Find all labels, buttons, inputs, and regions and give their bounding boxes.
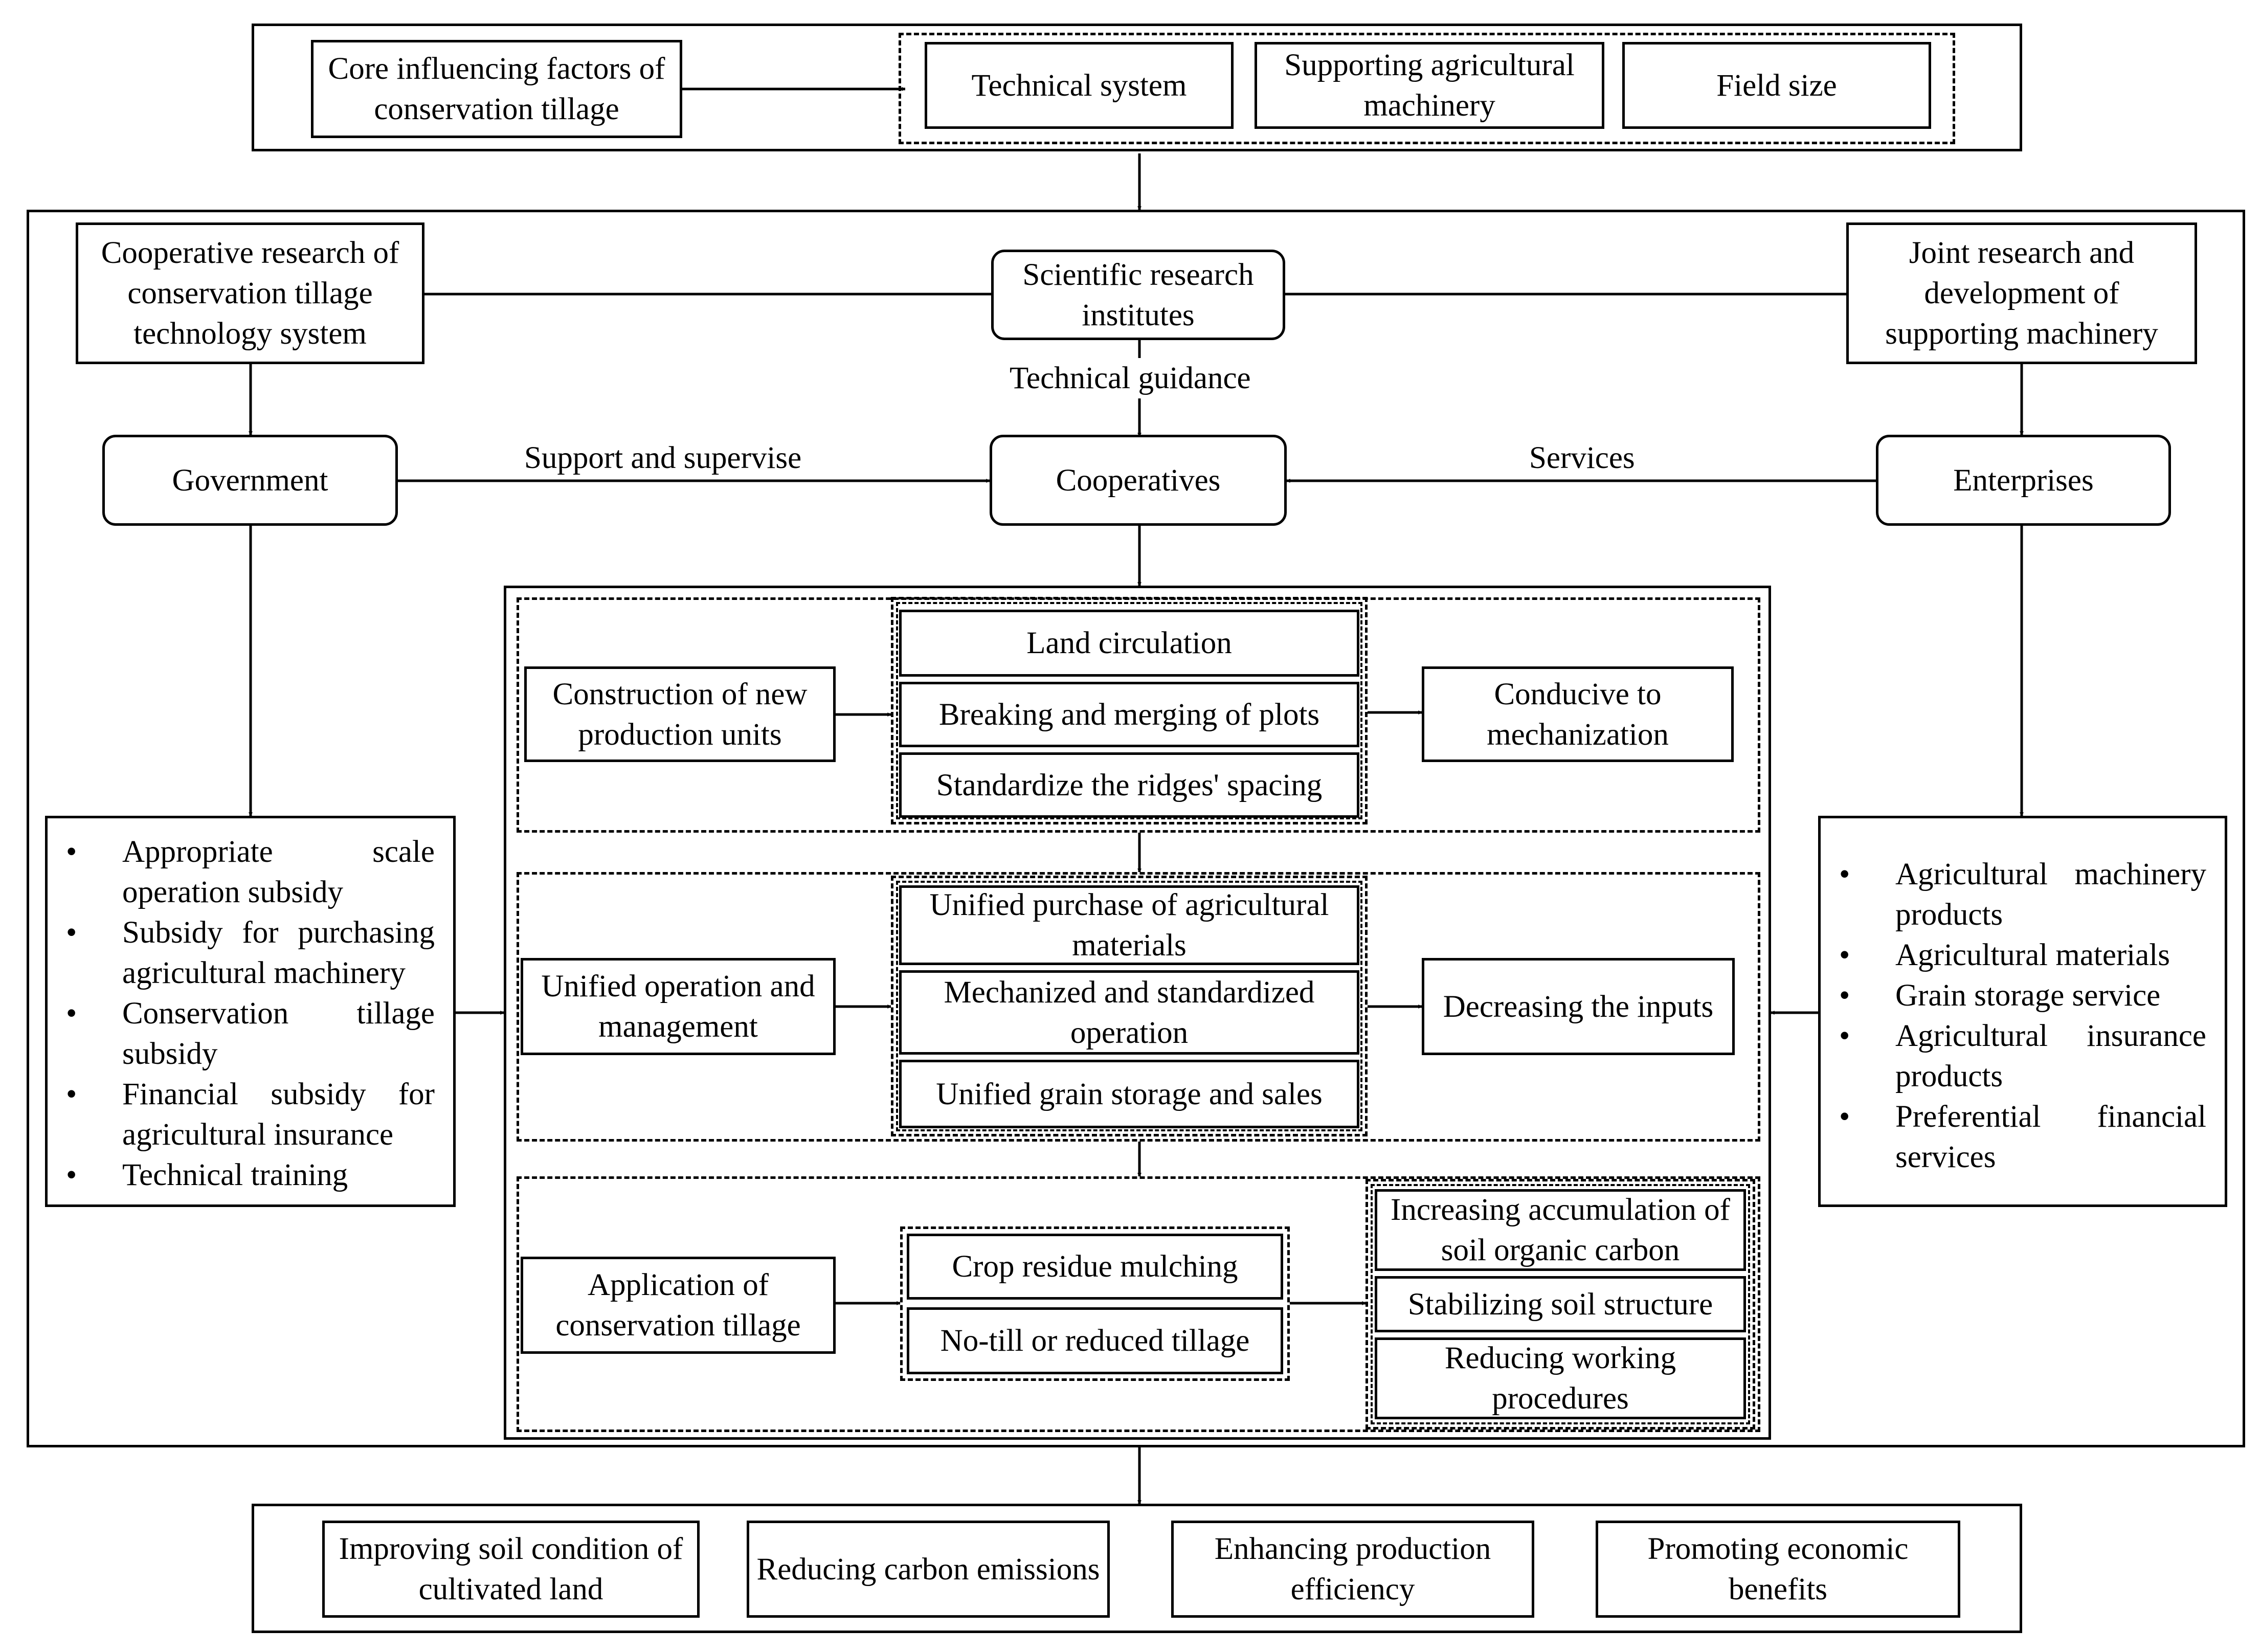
stage1-steps-group bbox=[891, 597, 1368, 824]
list-item: •Grain storage service bbox=[1839, 978, 2161, 1013]
list-item: •Agricultural machinery products bbox=[1839, 857, 2206, 932]
outcome-soil-condition: Improving soil condition of cultivated l… bbox=[322, 1521, 700, 1618]
institutes-box: Scientific research institutes bbox=[991, 250, 1285, 340]
stage3-steps-group bbox=[900, 1226, 1290, 1381]
stages-panel bbox=[504, 586, 1771, 1440]
stage1-step-breaking-merging: Breaking and merging of plots bbox=[899, 682, 1359, 747]
stage2-step-mechanized-operation: Mechanized and standardized operation bbox=[899, 970, 1359, 1055]
research-left-box: Cooperative research of conservation til… bbox=[76, 222, 424, 364]
stage2-steps-group bbox=[891, 876, 1368, 1136]
list-item: •Conservation tillage subsidy bbox=[66, 996, 435, 1071]
mechanism-panel bbox=[27, 210, 2245, 1447]
core-factors-panel bbox=[252, 24, 2022, 151]
government-box: Government bbox=[102, 435, 398, 526]
list-item: •Appropriate scale operation subsidy bbox=[66, 835, 435, 909]
stage3-result-working-procedures: Reducing working procedures bbox=[1375, 1337, 1746, 1419]
label-support-supervise: Support and supervise bbox=[524, 438, 802, 478]
outcomes-panel bbox=[252, 1504, 2022, 1633]
stage1-input-box: Construction of new production units bbox=[524, 666, 836, 762]
core-factors-box: Core influencing factors of conservation… bbox=[311, 40, 682, 138]
stage3-results-group bbox=[1365, 1179, 1755, 1430]
stage3-step-no-till: No-till or reduced tillage bbox=[907, 1307, 1283, 1374]
factors-group bbox=[899, 33, 1955, 144]
stage2-result-box: Decreasing the inputs bbox=[1422, 958, 1735, 1055]
stage3-group bbox=[517, 1176, 1760, 1432]
factor-supporting-machinery: Supporting agricultural machinery bbox=[1255, 42, 1604, 129]
stage2-step-unified-purchase: Unified purchase of agricultural materia… bbox=[899, 885, 1359, 965]
list-item: •Agricultural materials bbox=[1839, 938, 2170, 972]
stage2-input-box: Unified operation and management bbox=[521, 958, 836, 1055]
factor-field-size: Field size bbox=[1622, 42, 1931, 129]
research-right-box: Joint research and development of suppor… bbox=[1846, 222, 2197, 364]
stage2-steps-inner bbox=[896, 881, 1362, 1131]
core-factors-label: Core influencing factors of conservation… bbox=[328, 52, 665, 126]
stage1-step-land-circulation: Land circulation bbox=[899, 610, 1359, 677]
list-item: •Preferential financial services bbox=[1839, 1100, 2206, 1174]
cooperatives-box: Cooperatives bbox=[990, 435, 1287, 526]
stage3-step-residue-mulching: Crop residue mulching bbox=[907, 1234, 1283, 1300]
stage3-input-box: Application of conservation tillage bbox=[521, 1257, 836, 1354]
outcome-economic-benefits: Promoting economic benefits bbox=[1596, 1521, 1960, 1618]
government-measures-list: •Appropriate scale operation subsidy •Su… bbox=[45, 816, 456, 1207]
outcome-carbon-emissions: Reducing carbon emissions bbox=[747, 1521, 1110, 1618]
enterprise-services-list: •Agricultural machinery products •Agricu… bbox=[1818, 816, 2227, 1207]
list-item: •Technical training bbox=[66, 1158, 348, 1192]
stage1-steps-inner bbox=[896, 602, 1362, 819]
list-item: •Agricultural insurance products bbox=[1839, 1019, 2206, 1093]
stage2-step-grain-storage: Unified grain storage and sales bbox=[899, 1060, 1359, 1128]
list-item: •Financial subsidy for agricultural insu… bbox=[66, 1077, 435, 1152]
stage3-result-soil-carbon: Increasing accumulation of soil organic … bbox=[1375, 1189, 1746, 1271]
stage1-result-box: Conducive to mechanization bbox=[1422, 666, 1734, 762]
stage3-results-inner bbox=[1371, 1184, 1750, 1424]
stage2-group bbox=[517, 872, 1760, 1142]
factor-technical-system: Technical system bbox=[925, 42, 1234, 129]
list-item: •Subsidy for purchasing agricultural mac… bbox=[66, 916, 435, 990]
stage1-step-ridges-spacing: Standardize the ridges' spacing bbox=[899, 752, 1359, 818]
enterprises-box: Enterprises bbox=[1876, 435, 2171, 526]
label-technical-guidance: Technical guidance bbox=[1010, 358, 1251, 398]
label-services: Services bbox=[1529, 438, 1635, 478]
stage3-result-soil-structure: Stabilizing soil structure bbox=[1375, 1276, 1746, 1332]
outcome-production-efficiency: Enhancing production efficiency bbox=[1171, 1521, 1534, 1618]
